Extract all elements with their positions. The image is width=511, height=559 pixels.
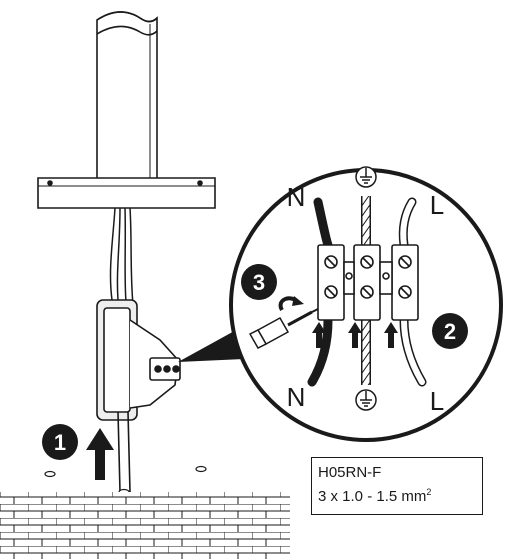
up-arrow-icon <box>312 322 326 348</box>
neutral-wire <box>307 197 333 387</box>
rotate-arrow-icon <box>292 296 304 306</box>
brick-wall <box>0 492 290 559</box>
cable-spec-box: H05RN-F 3 x 1.0 - 1.5 mm2 <box>311 457 483 515</box>
screwdriver-icon <box>248 308 319 349</box>
live-wire <box>398 197 427 387</box>
insert-arrows <box>312 322 398 348</box>
up-arrow-icon <box>348 322 362 348</box>
lamp-post <box>96 11 158 183</box>
cable-type: H05RN-F <box>318 464 382 481</box>
cable-size: 3 x 1.0 - 1.5 mm2 <box>318 485 476 509</box>
up-arrow-icon <box>384 322 398 348</box>
step-2-number: 2 <box>444 319 456 344</box>
ground-holes <box>44 465 207 496</box>
cable-size-value: 3 x 1.0 - 1.5 mm <box>318 488 427 505</box>
step-3-number: 3 <box>253 270 265 295</box>
cable-size-unit-exponent: 2 <box>426 487 432 497</box>
mounting-plate <box>37 177 216 209</box>
step-1-number: 1 <box>54 430 66 455</box>
label-live-top: L <box>430 190 444 220</box>
earth-ground-icon <box>355 166 377 188</box>
terminal-block <box>317 244 419 321</box>
up-arrow-icon <box>86 428 114 480</box>
supply-wires <box>109 207 134 306</box>
label-neutral-top: N <box>287 182 306 212</box>
junction-box <box>96 299 181 421</box>
earth-ground-icon <box>355 389 377 411</box>
step-2-badge: 2 <box>432 313 468 349</box>
step-1-badge: 1 <box>42 424 78 460</box>
label-live-bottom: L <box>430 386 444 416</box>
label-neutral-bottom: N <box>287 382 306 412</box>
ground-cable <box>117 411 131 493</box>
step-3-badge: 3 <box>241 264 277 300</box>
